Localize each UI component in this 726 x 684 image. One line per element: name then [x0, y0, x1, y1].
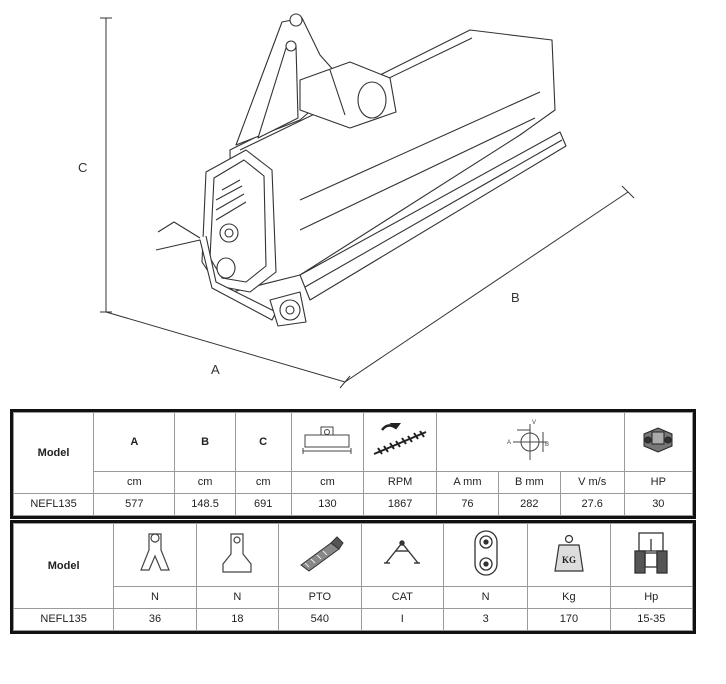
pto-shaft-icon — [299, 536, 344, 572]
dimension-label-a: A — [211, 362, 220, 377]
mulcher-illustration — [155, 13, 567, 327]
model-header: Model — [12, 523, 115, 609]
cell-y-blades: 36 — [113, 607, 197, 632]
cell-a-mm: 76 — [436, 492, 499, 517]
unit-rpm: RPM — [363, 470, 438, 494]
svg-text:B: B — [545, 442, 549, 448]
unit-weight: Kg — [527, 585, 611, 609]
table-row: NEFL135 36 18 540 I 3 170 15-35 — [12, 607, 694, 632]
unit-c: cm — [234, 470, 292, 494]
y-blade-icon — [140, 533, 170, 571]
cell-belts: 3 — [443, 607, 529, 632]
spec-table-equipment: Model — [10, 520, 696, 634]
model-header: Model — [12, 412, 95, 494]
cell-pto: 540 — [278, 607, 362, 632]
header-rotor — [363, 412, 438, 472]
cell-model: NEFL135 — [12, 607, 115, 632]
header-c: C — [234, 412, 292, 472]
tractor-icon — [634, 532, 668, 574]
svg-text:KG: KG — [562, 555, 576, 565]
unit-working-width: cm — [290, 470, 365, 494]
spec-table-dimensions: Model A B C — [10, 409, 696, 519]
unit-hammer-blades: N — [195, 585, 280, 609]
unit-belts: N — [443, 585, 529, 609]
mulcher-technical-drawing: C B A — [78, 13, 635, 389]
header-a: A — [93, 412, 176, 472]
dimension-line-c — [100, 17, 112, 313]
three-point-hitch-icon — [384, 540, 421, 564]
header-hammer-blades — [195, 523, 280, 587]
weight-icon: KG — [554, 535, 584, 572]
dimension-label-c: C — [78, 160, 87, 175]
svg-text:A: A — [507, 440, 511, 446]
cell-weight: 170 — [527, 607, 611, 632]
cell-rpm: 1867 — [363, 492, 438, 517]
cell-working-width: 130 — [290, 492, 365, 517]
header-gearbox — [623, 412, 694, 472]
cell-hp: 30 — [623, 492, 694, 517]
cell-c: 691 — [234, 492, 292, 517]
cell-cat: I — [360, 607, 445, 632]
header-belts — [443, 523, 529, 587]
unit-a-mm: A mm — [436, 470, 499, 494]
unit-y-blades: N — [113, 585, 197, 609]
hammer-blade-icon — [222, 533, 252, 573]
cell-hammer-blades: 18 — [195, 607, 280, 632]
cell-a: 577 — [93, 492, 176, 517]
header-y-blades — [113, 523, 197, 587]
dimension-line-b — [344, 185, 635, 383]
cell-b-mm: 282 — [497, 492, 561, 517]
header-knife-diagram: V A B — [436, 412, 625, 472]
unit-pto: PTO — [278, 585, 362, 609]
cell-power: 15-35 — [609, 607, 694, 632]
header-weight: KG — [527, 523, 611, 587]
table-row: NEFL135 577 148.5 691 130 1867 76 282 27… — [12, 492, 694, 517]
rotor-rpm-icon — [373, 423, 427, 456]
header-pto — [278, 523, 362, 587]
unit-b-mm: B mm — [497, 470, 561, 494]
unit-speed: V m/s — [559, 470, 625, 494]
unit-a: cm — [93, 470, 176, 494]
unit-power: Hp — [609, 585, 694, 609]
unit-cat: CAT — [360, 585, 445, 609]
cell-model: NEFL135 — [12, 492, 95, 517]
cell-speed: 27.6 — [559, 492, 625, 517]
header-hitch-category — [360, 523, 445, 587]
pulley-belt-icon — [473, 530, 498, 576]
svg-text:V: V — [532, 420, 536, 426]
unit-hp: HP — [623, 470, 694, 494]
unit-b: cm — [174, 470, 236, 494]
gearbox-hp-icon — [643, 427, 673, 453]
header-tractor-power — [609, 523, 694, 587]
header-b: B — [174, 412, 236, 472]
header-working-width — [290, 412, 365, 472]
mulcher-width-icon — [302, 426, 352, 455]
cell-b: 148.5 — [174, 492, 236, 517]
knife-shaft-diagram-icon: V A B — [507, 420, 549, 461]
dimension-line-a — [105, 311, 351, 389]
dimension-label-b: B — [511, 290, 520, 305]
